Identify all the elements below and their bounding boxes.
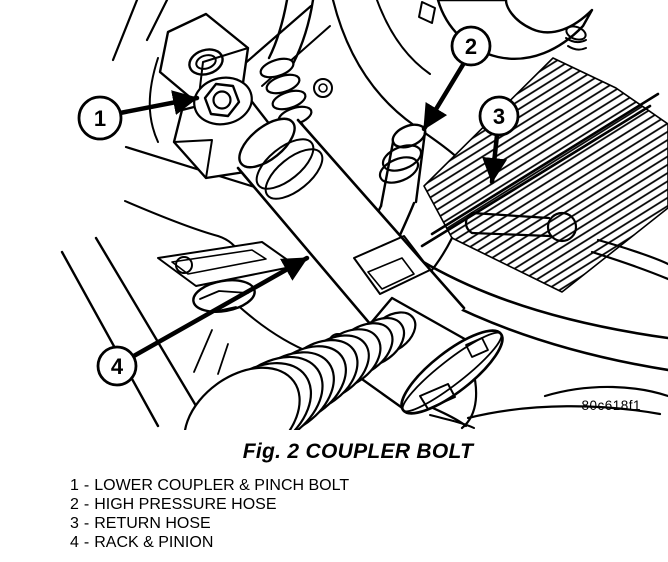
legend-item-3: 3-RETURN HOSE <box>70 514 349 533</box>
bolt-head-top <box>418 1 436 24</box>
callout-1-number: 1 <box>94 106 106 131</box>
callout-4: 4 <box>96 255 310 387</box>
intermediate-shaft <box>236 117 466 366</box>
legend-separator: - <box>83 534 90 551</box>
callout-2: 2 <box>421 25 492 132</box>
callout-1-circle <box>77 95 123 141</box>
callout-4-number: 4 <box>111 354 124 379</box>
bolt-circle <box>313 78 333 98</box>
illustration-svg: 1 2 3 4 80c618f1 <box>60 0 668 472</box>
pinch-bolt-hex-nut <box>203 82 241 118</box>
callout-3: 3 <box>478 95 520 185</box>
return-hose <box>420 92 660 248</box>
callout-3-arrow <box>482 132 508 185</box>
drawing-code: 80c618f1 <box>581 398 641 413</box>
callout-2-arrow <box>421 60 467 132</box>
legend-list: 1-LOWER COUPLER & PINCH BOLT 2-HIGH PRES… <box>70 476 349 552</box>
legend-separator: - <box>83 496 90 513</box>
callout-4-circle <box>96 345 138 387</box>
legend-item-2-number: 2 <box>70 496 79 513</box>
legend-item-3-number: 3 <box>70 515 79 532</box>
callout-1-arrow <box>117 90 200 116</box>
callout-2-circle <box>450 25 492 67</box>
legend-item-2: 2-HIGH PRESSURE HOSE <box>70 495 349 514</box>
callout-3-circle <box>478 95 520 137</box>
legend-separator: - <box>83 477 90 494</box>
legend-item-1-label: LOWER COUPLER & PINCH BOLT <box>94 477 350 494</box>
legend-item-2-label: HIGH PRESSURE HOSE <box>94 496 277 513</box>
legend-item-4-number: 4 <box>70 534 79 551</box>
legend-item-1: 1-LOWER COUPLER & PINCH BOLT <box>70 476 349 495</box>
legend-item-4-label: RACK & PINION <box>94 534 214 551</box>
callout-4-arrow <box>129 255 310 360</box>
ribbed-plug <box>565 25 587 51</box>
legend-item-3-label: RETURN HOSE <box>94 515 211 532</box>
legend-separator: - <box>83 515 90 532</box>
callout-1: 1 <box>77 90 200 141</box>
callout-2-number: 2 <box>465 34 477 59</box>
callout-3-number: 3 <box>493 104 505 129</box>
legend-item-1-number: 1 <box>70 477 79 494</box>
figure-caption: Fig. 2 COUPLER BOLT <box>242 440 474 463</box>
engine-line-art-illustration: 1 2 3 4 80c618f1 <box>60 0 668 472</box>
legend-item-4: 4-RACK & PINION <box>70 533 349 552</box>
oval-plug <box>192 279 256 314</box>
